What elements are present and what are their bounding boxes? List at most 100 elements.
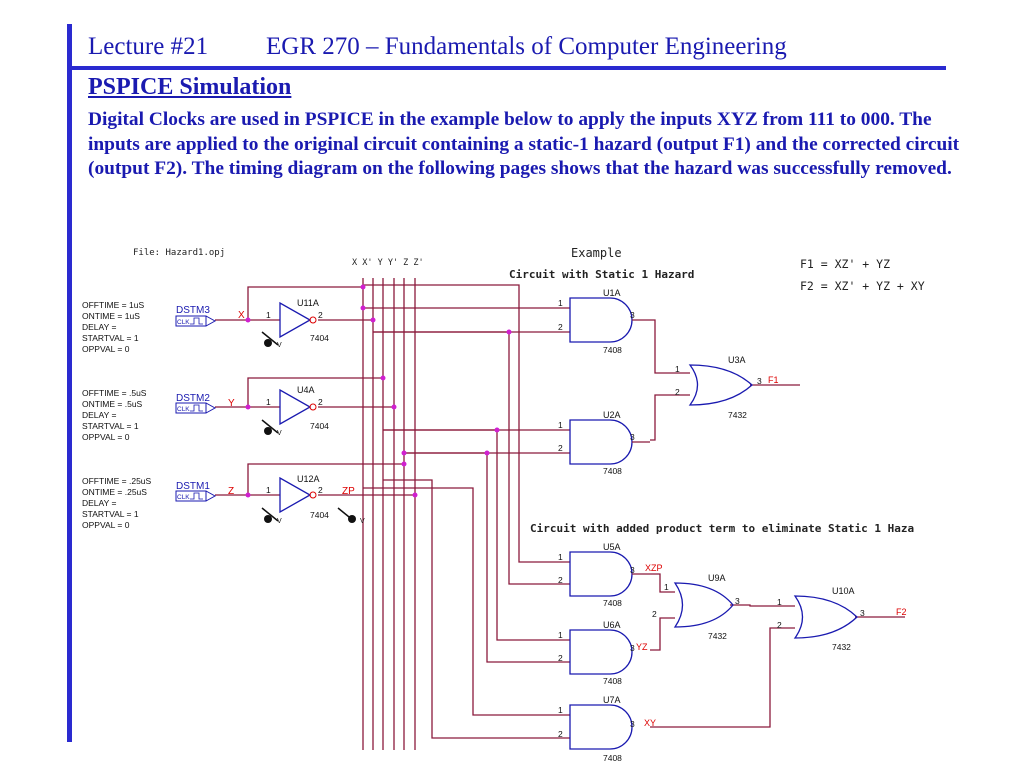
pin-label: 1 [664,582,669,592]
and-gate-u5a: U5A 1 2 3 XZP 7408 [558,542,663,608]
gate-name: U11A [297,298,319,308]
or-gate-u3a: U3A 1 2 3 F1 7432 [675,355,779,420]
inversion-bubble [309,403,317,411]
part-number: 7404 [310,421,329,431]
equation-f1: F1 = XZ' + YZ [800,257,890,271]
source-param: OFFTIME = .5uS [82,388,147,398]
source-dstm1: OFFTIME = .25uS ONTIME = .25uS DELAY = S… [82,476,234,530]
pin-label: 3 [757,376,762,386]
clock-wave-icon [190,317,203,325]
pin-label: 1 [266,397,271,407]
or-gate-symbol [688,364,753,406]
source-param: OFFTIME = .25uS [82,476,152,486]
gate-name: U7A [603,695,621,705]
vcc-label: V [277,430,282,437]
part-number: 7408 [603,753,622,763]
inverters: U11A 1 2 7404 V U4A 1 2 7404 V U12A 1 [261,298,365,525]
inverter-symbol [279,388,312,426]
net-label: YZ [636,642,648,652]
slide-header: Lecture #21 EGR 270 – Fundamentals of Co… [88,33,787,61]
pin-label: 1 [558,705,563,715]
source-dstm2: OFFTIME = .5uS ONTIME = .5uS DELAY = STA… [82,388,235,442]
pin-label: 2 [777,620,782,630]
pin-label: 2 [558,322,563,332]
part-number: 7408 [603,598,622,608]
output-label-f1: F1 [768,375,779,385]
clk-label: CLK [177,494,190,501]
and-gate-u7a: U7A 1 2 3 XY 7408 [558,695,656,763]
pin-label: 2 [558,575,563,585]
source-dstm3: OFFTIME = 1uS ONTIME = 1uS DELAY = START… [82,300,245,354]
gate-name: U4A [297,385,315,395]
gate-name: U5A [603,542,621,552]
part-number: 7404 [310,333,329,343]
pin-label: 1 [675,364,680,374]
pin-label: 1 [558,420,563,430]
pin-label: 3 [630,565,635,575]
and-gate-symbol [569,551,633,597]
part-number: 7408 [603,676,622,686]
source-param: OFFTIME = 1uS [82,300,144,310]
inverter-u4a: U4A 1 2 7404 V [261,385,329,437]
gate-name: U1A [603,288,621,298]
pin-label: 3 [630,310,635,320]
header-underline [67,66,946,70]
pin-label: 3 [630,719,635,729]
pin-label: 3 [630,643,635,653]
and-gate-symbol [569,629,633,675]
clk-label: CLK [177,406,190,413]
part-number: 7432 [832,642,851,652]
or-gate-u9a: U9A 1 2 3 7432 [652,573,740,641]
inverter-u11a: U11A 1 2 7404 V [261,298,329,349]
signal-label: Y [228,398,235,409]
power-pin-icon [264,515,272,523]
and-gate-u2a: U2A 1 2 3 7408 [558,410,650,476]
power-pin-icon [264,427,272,435]
source-param: DELAY = [82,322,116,332]
inverter-symbol [279,301,312,339]
source-param: OPPVAL = 0 [82,344,130,354]
source-param: ONTIME = 1uS [82,311,140,321]
or-gate-symbol [793,595,858,639]
clock-wave-icon [190,404,203,412]
source-param: OPPVAL = 0 [82,432,130,442]
pin-label: 1 [777,597,782,607]
and-gate-symbol [569,704,633,750]
lecture-number: Lecture #21 [88,33,209,60]
circuit1-title: Circuit with Static 1 Hazard [509,268,694,281]
pin-label: 3 [860,608,865,618]
zp-label: ZP [342,486,355,497]
and-gate-symbol [569,419,633,465]
source-param: STARTVAL = 1 [82,421,139,431]
file-label: File: Hazard1.opj [133,248,225,258]
pin-label: 2 [652,609,657,619]
pin-label: 2 [558,729,563,739]
source-param: ONTIME = .5uS [82,399,143,409]
wires [215,278,905,750]
course-title: EGR 270 – Fundamentals of Computer Engin… [266,33,787,60]
pin-label: 3 [735,596,740,606]
clock-box [175,315,207,327]
pin-label: 2 [318,485,323,495]
power-pin-icon [264,339,272,347]
bus-labels: X X' Y Y' Z Z' [352,258,424,268]
circuit2-title: Circuit with added product term to elimi… [530,522,914,535]
clock-box [175,490,207,502]
clock-box [175,402,207,414]
clk-label: CLK [177,319,190,326]
clock-sources: OFFTIME = 1uS ONTIME = 1uS DELAY = START… [82,300,245,530]
example-label: Example [571,246,622,260]
pin-label: 2 [675,387,680,397]
part-number: 7432 [728,410,747,420]
part-number: 7404 [310,510,329,520]
source-param: DELAY = [82,498,116,508]
source-param: OPPVAL = 0 [82,520,130,530]
pin-label: 2 [318,397,323,407]
and-gates: U1A 1 2 3 7408 U2A 1 2 3 7408 U5A 1 2 3 … [558,288,663,763]
vcc-label: V [277,518,282,525]
and-gate-u6a: U6A 1 2 3 YZ 7408 [558,620,648,686]
part-number: 7432 [708,631,727,641]
gate-name: U6A [603,620,621,630]
source-name: DSTM2 [176,393,210,404]
